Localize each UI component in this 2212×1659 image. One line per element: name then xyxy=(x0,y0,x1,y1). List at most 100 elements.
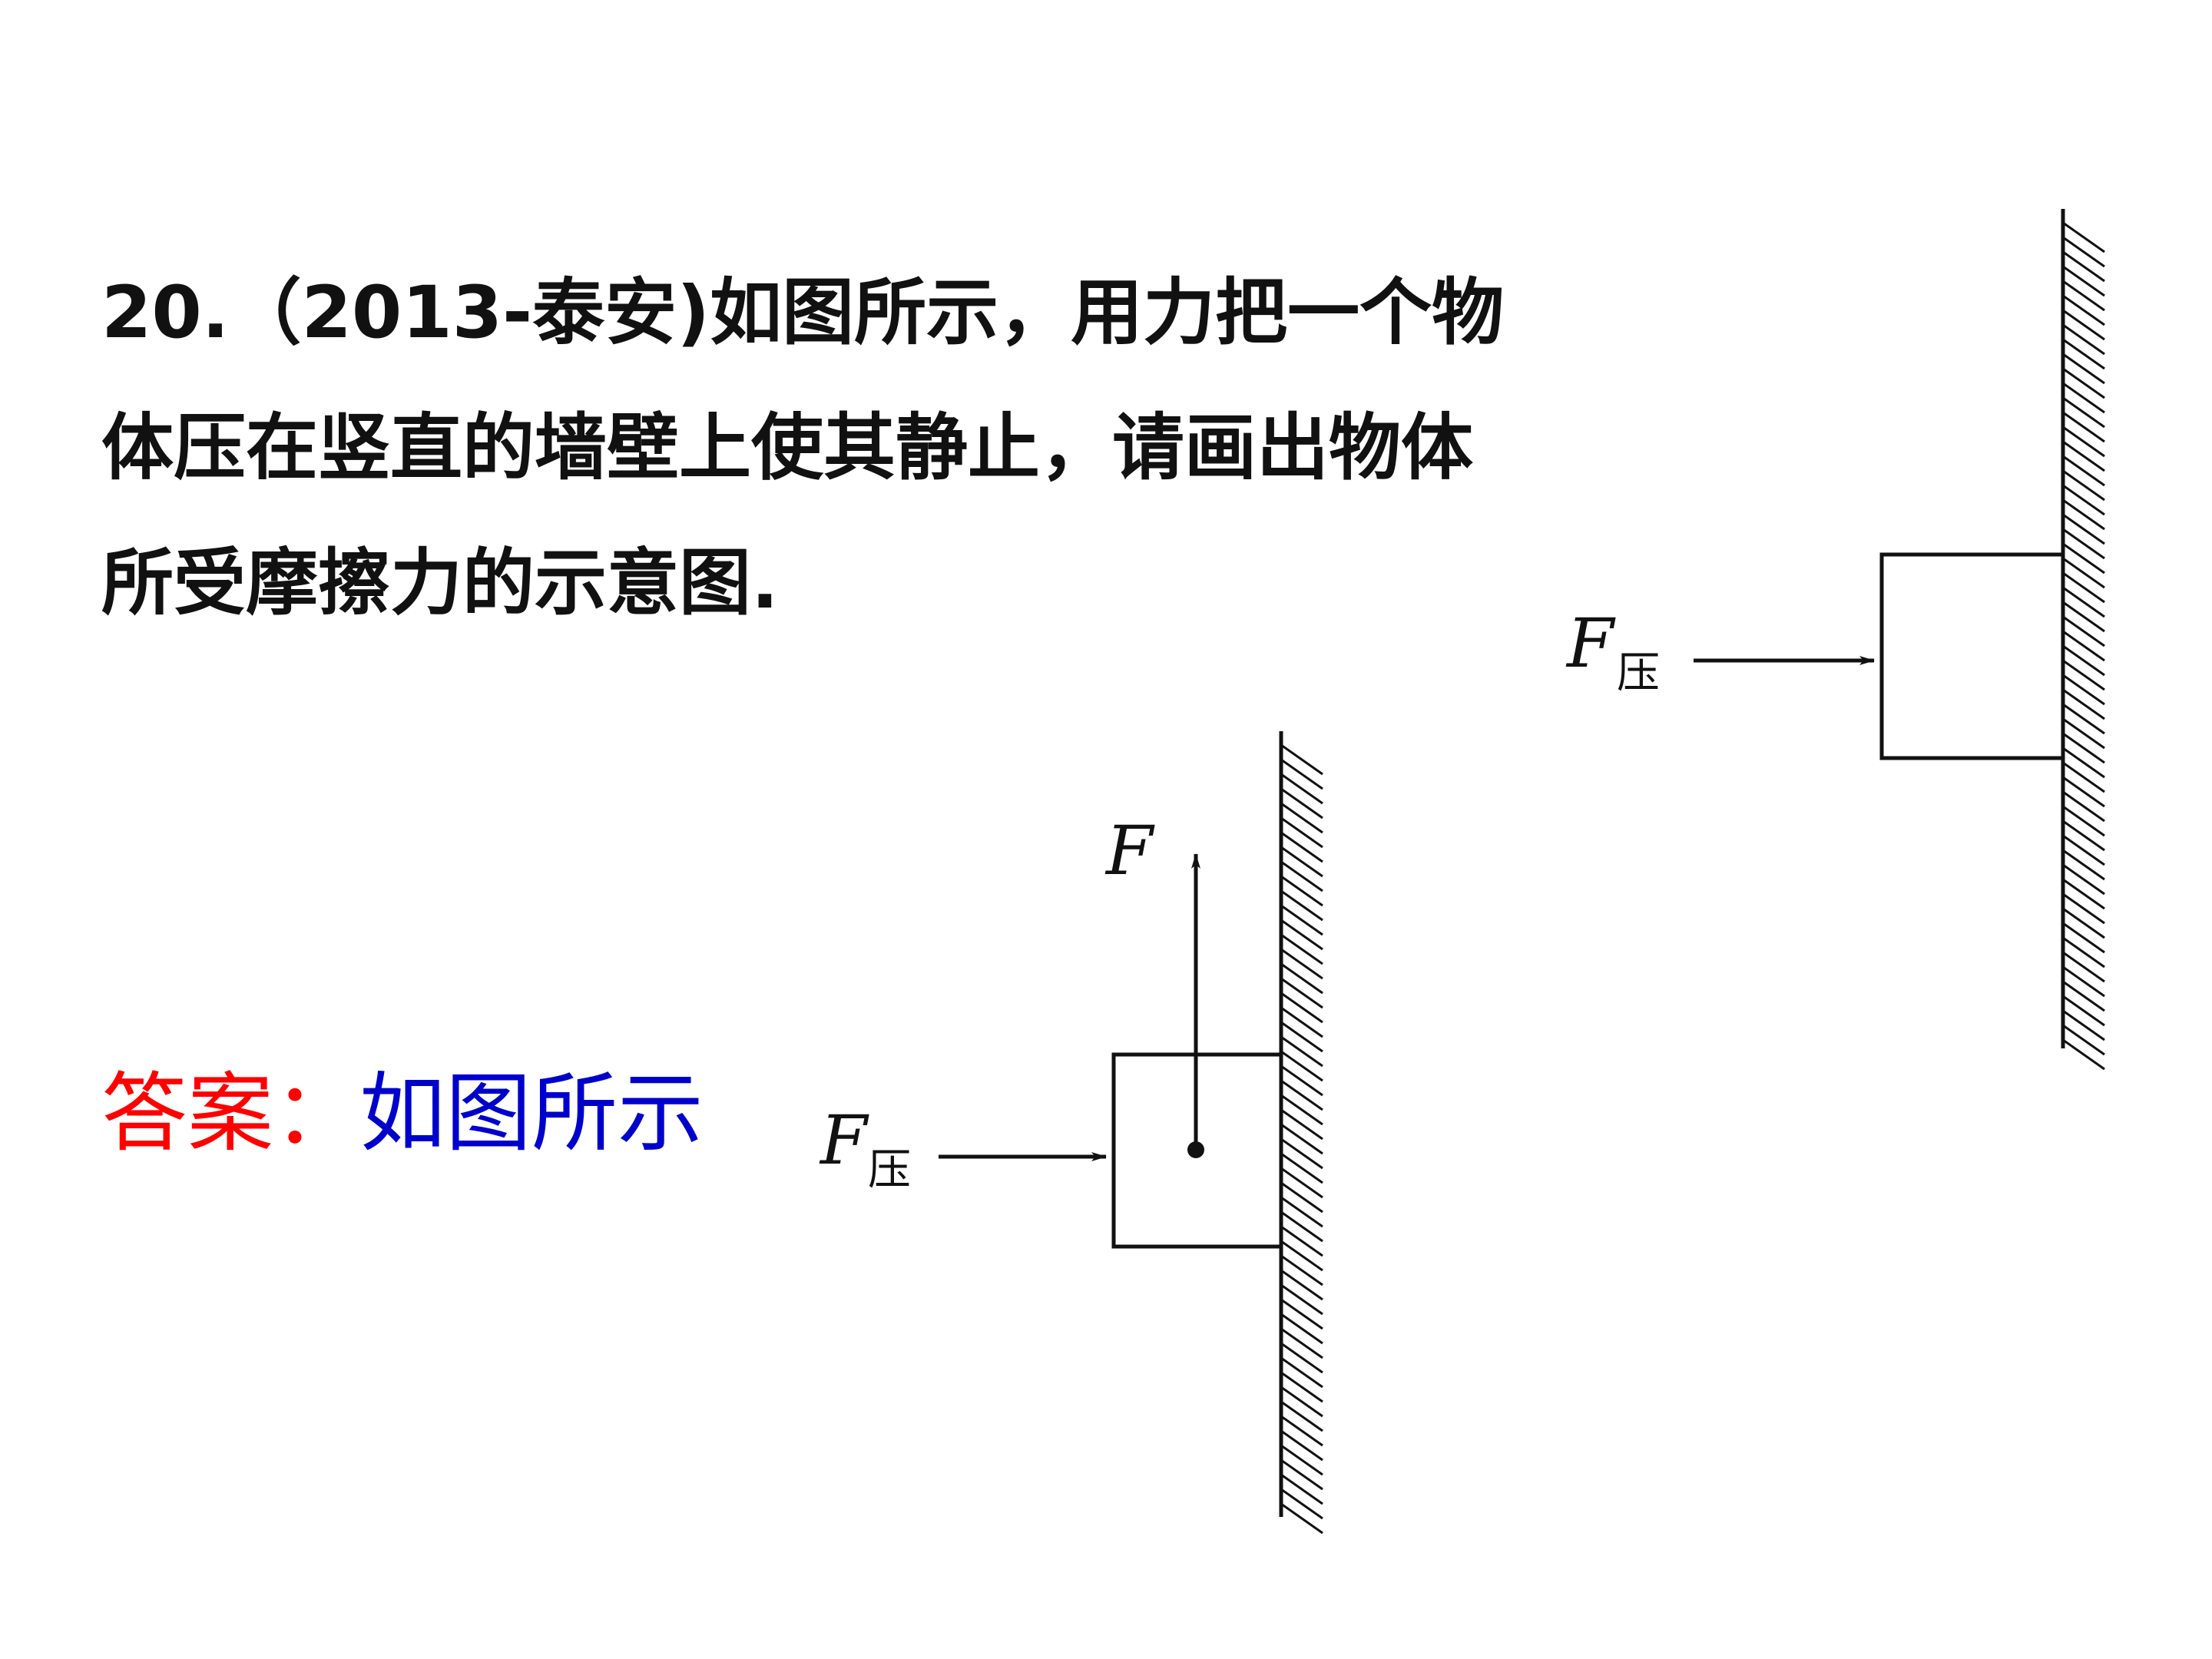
wall-hatch-line xyxy=(2062,849,2105,881)
wall-hatch-line xyxy=(1280,1269,1323,1301)
answer-line: 答案：如图所示 xyxy=(101,1056,704,1171)
wall-hatch-line xyxy=(2062,236,2105,268)
wall-hatch-line xyxy=(2062,411,2105,443)
wall-hatch-line xyxy=(1280,1006,1323,1038)
wall-hatch-line xyxy=(1280,1444,1323,1476)
wall-hatch-line xyxy=(2062,936,2105,969)
wall-hatch-line xyxy=(1280,1371,1323,1403)
wall-hatch-line xyxy=(2062,542,2105,575)
wall-hatch-line xyxy=(1280,1473,1323,1505)
wall-hatch-line xyxy=(2062,688,2105,720)
wall-hatch-line xyxy=(2062,747,2105,779)
wall-hatch-line xyxy=(2062,498,2105,531)
wall-hatch-line xyxy=(2062,892,2105,925)
wall-hatch-line xyxy=(1280,1108,1323,1141)
wall-hatch-line xyxy=(1280,875,1323,907)
wall-hatch-line xyxy=(1280,787,1323,820)
wall-hatch-line xyxy=(1280,773,1323,805)
wall-hatch-line xyxy=(1280,904,1323,936)
wall-hatch-line xyxy=(2062,630,2105,662)
wall-hatch-line xyxy=(2062,703,2105,735)
wall-hatch-line xyxy=(1280,1225,1323,1257)
wall-hatch-line xyxy=(2062,790,2105,823)
wall-hatch-line xyxy=(1280,1123,1323,1155)
wall-hatch-line xyxy=(1280,1298,1323,1330)
wall-hatch-line xyxy=(2062,674,2105,706)
wall-hatch-line xyxy=(1280,919,1323,951)
wall-hatch-line xyxy=(2062,980,2105,1012)
wall-hatch-line xyxy=(1280,889,1323,922)
wall-hatch-line xyxy=(2062,557,2105,589)
wall-hatch-line xyxy=(2062,484,2105,516)
wall-hatch-line xyxy=(2062,528,2105,560)
wall-hatch-line xyxy=(2062,513,2105,545)
wall-hatch-line xyxy=(1280,1429,1323,1462)
wall-hatch-line xyxy=(2062,586,2105,618)
wall-hatch-line xyxy=(1280,977,1323,1009)
wall-hatch-line xyxy=(1280,802,1323,834)
wall-hatch-line xyxy=(1280,933,1323,965)
wall-hatch-line xyxy=(2062,294,2105,326)
wall-hatch-line xyxy=(1280,1137,1323,1170)
friction-label: F xyxy=(1104,811,1155,890)
wall-hatch-line xyxy=(2062,776,2105,808)
wall-hatch-line xyxy=(1280,743,1323,776)
press-label-answer: F xyxy=(819,1101,869,1180)
wall-hatch-line xyxy=(2062,922,2105,954)
wall-hatch-line xyxy=(1280,1050,1323,1082)
wall-hatch-line xyxy=(1280,1342,1323,1374)
wall-hatch-line xyxy=(1280,1079,1323,1111)
wall-hatch-line xyxy=(2062,995,2105,1027)
wall-hatch-line xyxy=(2062,382,2105,414)
wall-hatch-line xyxy=(1280,816,1323,849)
press-subscript-answer: 压 xyxy=(868,1145,911,1195)
wall-hatch-line xyxy=(2062,338,2105,370)
wall-hatch-line xyxy=(1280,1313,1323,1345)
wall-hatch-line xyxy=(1280,860,1323,892)
wall-hatch-line xyxy=(2062,951,2105,983)
wall-hatch-line xyxy=(1280,1400,1323,1432)
wall-hatch-line xyxy=(2062,353,2105,385)
wall-hatch-line xyxy=(2062,426,2105,458)
wall-hatch-line xyxy=(1280,1254,1323,1286)
wall-hatch-line xyxy=(1280,1065,1323,1097)
wall-hatch-line xyxy=(2062,323,2105,356)
wall-hatch-line xyxy=(1280,1240,1323,1272)
wall-hatch-line xyxy=(1280,1488,1323,1520)
wall-hatch-line xyxy=(1280,831,1323,863)
wall-hatch-line xyxy=(2062,820,2105,852)
wall-hatch-line xyxy=(2062,367,2105,399)
wall-hatch-line xyxy=(2062,615,2105,647)
question-text: 20.（2013-泰安)如图所示，用力把一个物体压在竖直的墙壁上使其静止，请画出… xyxy=(101,271,1505,625)
wall-hatch-line xyxy=(1280,1356,1323,1389)
wall-hatch-line xyxy=(2062,601,2105,633)
wall-hatch-line xyxy=(2062,878,2105,910)
wall-hatch-line xyxy=(2062,396,2105,429)
wall-hatch-line xyxy=(1280,1415,1323,1447)
wall-hatch-line xyxy=(2062,280,2105,312)
wall-hatch-line xyxy=(2062,732,2105,764)
wall-hatch-line xyxy=(1280,1210,1323,1243)
answer-text: 如图所示 xyxy=(359,1064,704,1164)
block-top xyxy=(1879,552,2065,760)
answer-label: 答案： xyxy=(101,1064,359,1164)
wall-hatch-line xyxy=(2062,834,2105,866)
wall-hatch-line xyxy=(1280,1459,1323,1491)
wall-hatch-line xyxy=(2062,440,2105,472)
wall-hatch-line xyxy=(1280,1181,1323,1214)
wall-hatch-line xyxy=(1280,948,1323,980)
wall-hatch-line xyxy=(1280,1021,1323,1053)
wall-hatch-line xyxy=(2062,805,2105,837)
wall-hatch-line xyxy=(2062,1038,2105,1071)
wall-hatch-line xyxy=(2062,761,2105,793)
wall-hatch-line xyxy=(1280,1196,1323,1228)
wall-hatch-line xyxy=(2062,221,2105,253)
wall-answer xyxy=(1279,731,1323,1535)
figure-answer: F F 压 xyxy=(819,731,1323,1535)
wall-hatch-line xyxy=(1280,1327,1323,1359)
wall-hatch-line xyxy=(2062,455,2105,487)
wall-hatch-line xyxy=(1280,1035,1323,1068)
wall-hatch-line xyxy=(2062,1024,2105,1056)
wall-hatch-line xyxy=(1280,1502,1323,1535)
